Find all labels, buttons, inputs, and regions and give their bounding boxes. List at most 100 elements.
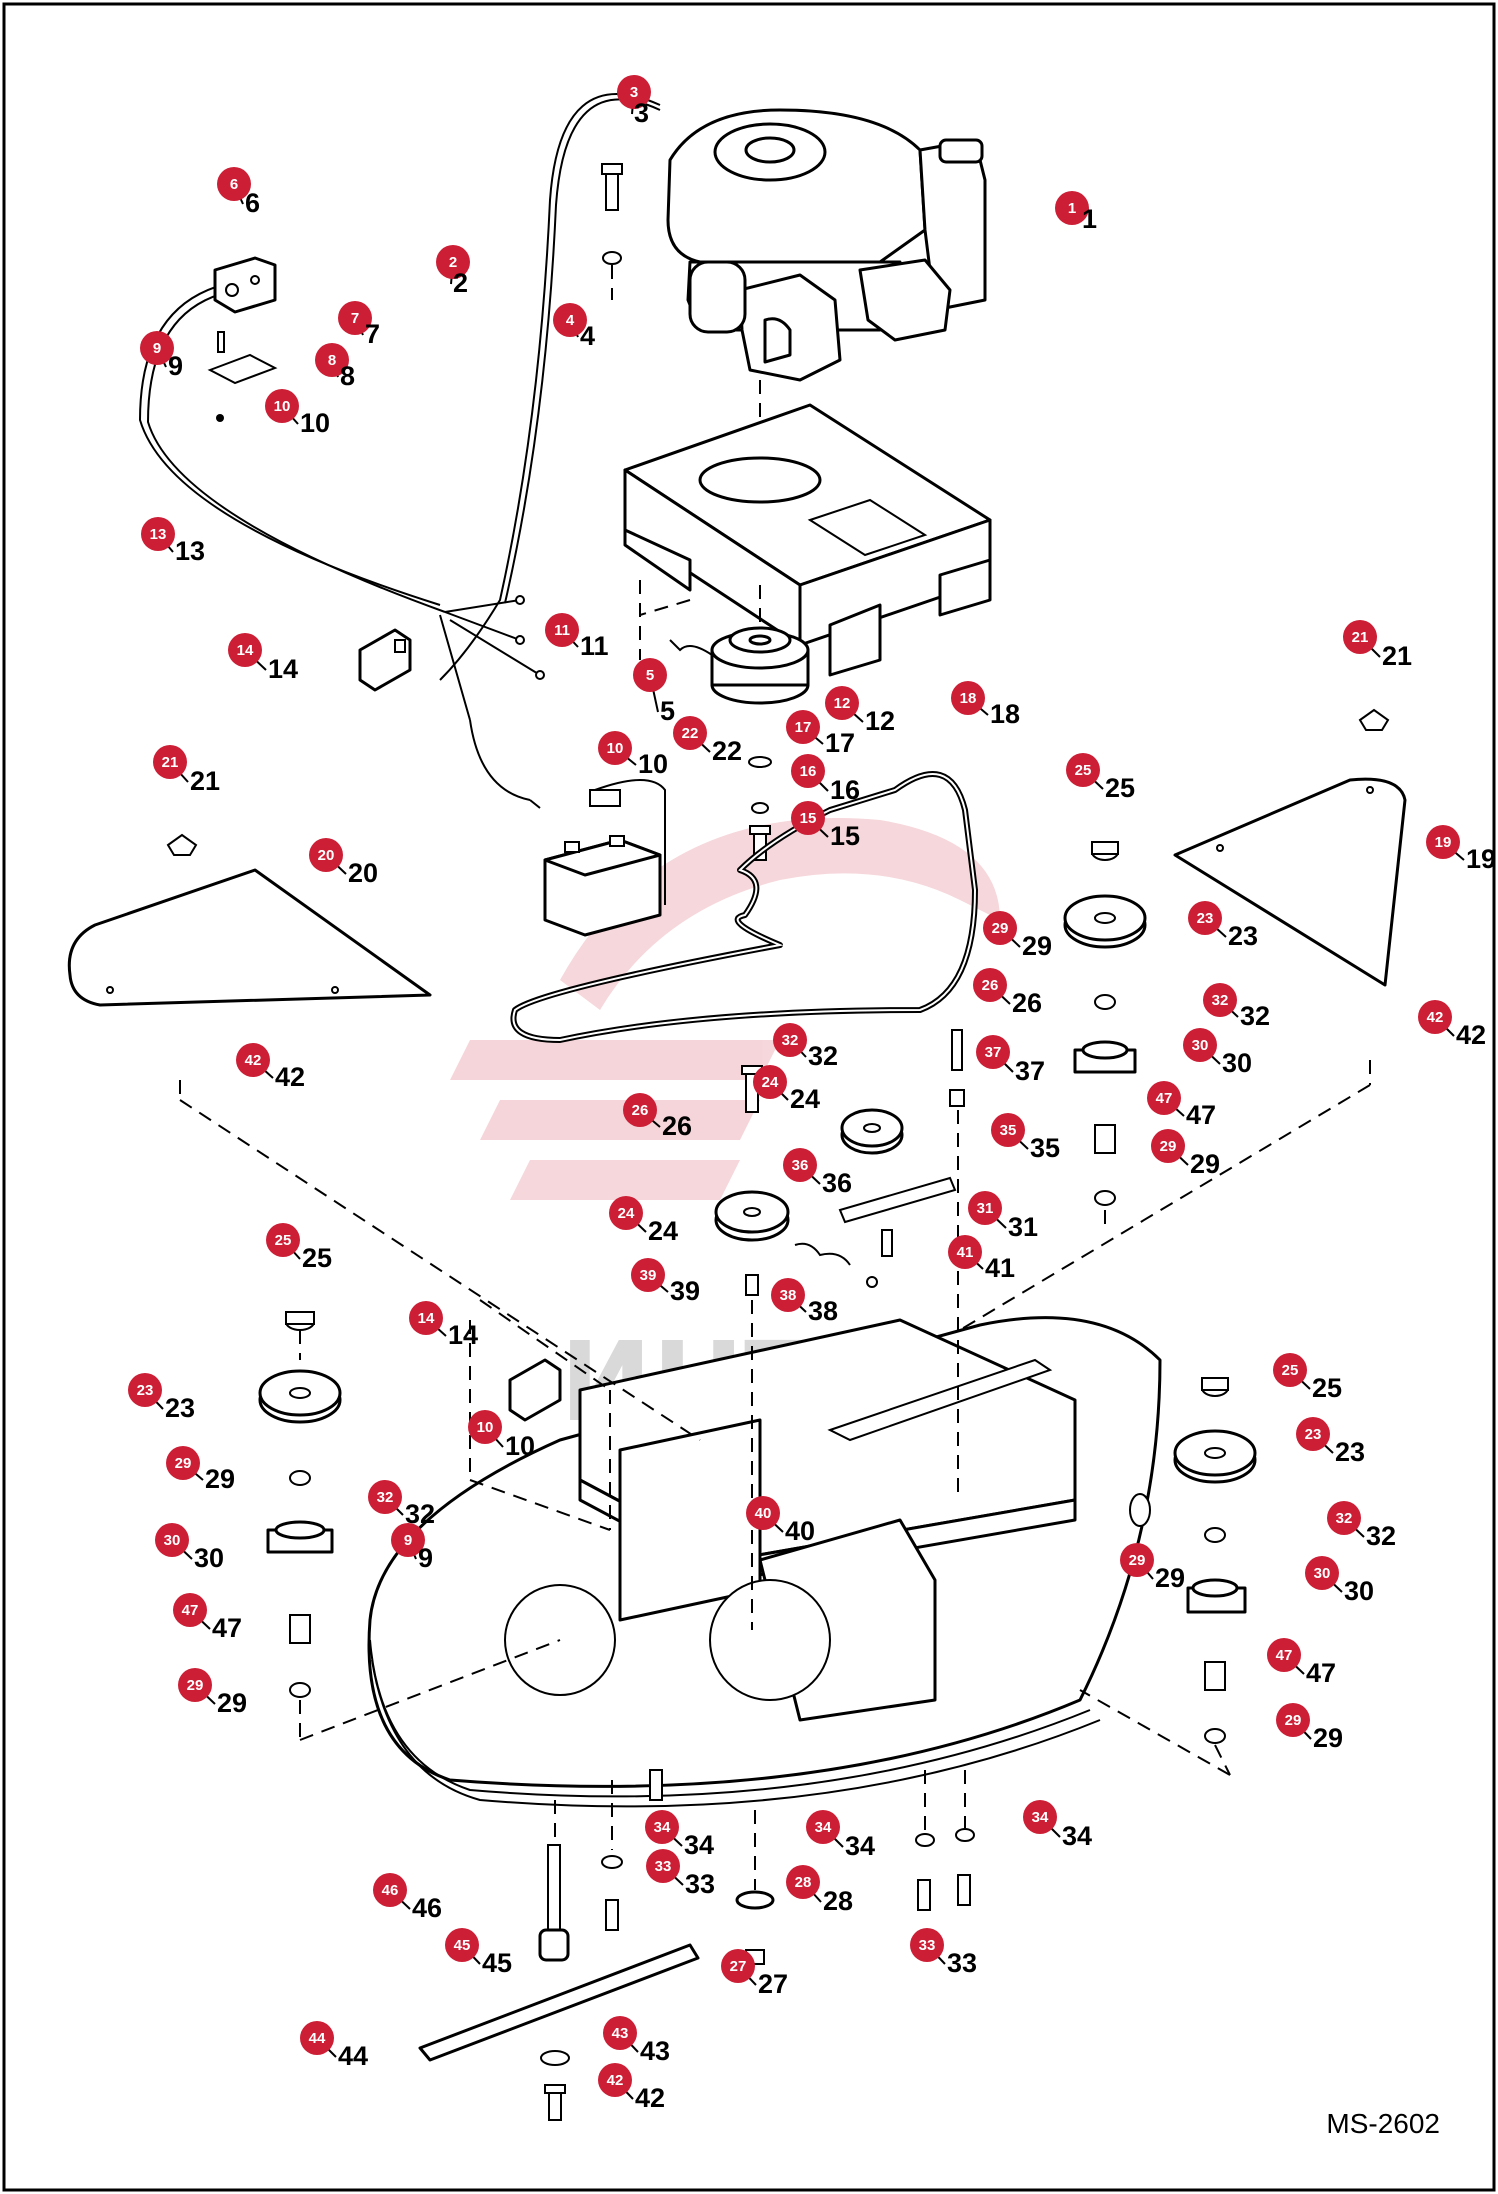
- callout-47: 47 47: [1147, 1081, 1216, 1130]
- callout-marker-number: 34: [815, 1819, 832, 1836]
- callout-marker: [791, 801, 825, 835]
- callout-label: 11: [580, 631, 609, 661]
- callout-label: 5: [660, 696, 675, 726]
- callout-marker: [617, 75, 651, 109]
- callout-label: 35: [1030, 1133, 1060, 1163]
- callout-label: 12: [865, 706, 895, 736]
- callout-marker-number: 47: [1156, 1090, 1173, 1107]
- callout-label: 21: [1382, 641, 1412, 671]
- callout-marker: [373, 1873, 407, 1907]
- callout-marker: [1147, 1081, 1181, 1115]
- callout-marker: [309, 838, 343, 872]
- callout-label: 29: [1190, 1149, 1220, 1179]
- callout-marker-number: 8: [328, 352, 336, 369]
- callout-marker-number: 23: [1305, 1426, 1322, 1443]
- callout-marker: [1023, 1800, 1057, 1834]
- wiring-harness: [138, 93, 661, 809]
- callout-label: 9: [168, 351, 183, 381]
- callout-marker-number: 21: [162, 754, 179, 771]
- callout-marker-number: 24: [762, 1074, 779, 1091]
- callout-marker: [1151, 1129, 1185, 1163]
- callout-marker: [173, 1593, 207, 1627]
- callout-marker: [1296, 1417, 1330, 1451]
- callout-marker-number: 33: [919, 1937, 936, 1954]
- callout-label: 20: [348, 858, 378, 888]
- callout-label: 14: [268, 654, 298, 684]
- callout-marker-number: 45: [454, 1937, 471, 1954]
- callout-marker: [968, 1191, 1002, 1225]
- callout-marker: [951, 681, 985, 715]
- callout-marker: [910, 1928, 944, 1962]
- callout-marker-number: 39: [640, 1267, 657, 1284]
- callout-marker-number: 47: [182, 1602, 199, 1619]
- callout-marker-number: 34: [1032, 1809, 1049, 1826]
- callout-marker: [300, 2021, 334, 2055]
- callout-label: 30: [1222, 1048, 1252, 1078]
- callout-marker-number: 29: [175, 1455, 192, 1472]
- callout-marker-number: 30: [1192, 1037, 1209, 1054]
- drawing-code: MS-2602: [1326, 2108, 1440, 2139]
- callout-label: 42: [275, 1062, 305, 1092]
- callout-marker: [825, 686, 859, 720]
- callout-marker: [128, 1373, 162, 1407]
- callout-marker-number: 35: [1000, 1122, 1017, 1139]
- callout-marker-number: 25: [275, 1232, 292, 1249]
- spindle-left: [258, 1311, 342, 1698]
- callout-marker-number: 46: [382, 1882, 399, 1899]
- callout-11: 11 11: [545, 613, 609, 661]
- callout-marker-number: 32: [1336, 1510, 1353, 1527]
- callout-marker: [609, 1196, 643, 1230]
- callout-marker: [1183, 1028, 1217, 1062]
- callout-label: 34: [845, 1831, 875, 1861]
- callout-marker: [1203, 983, 1237, 1017]
- callout-marker: [1343, 620, 1377, 654]
- callout-marker: [645, 1810, 679, 1844]
- callout-marker: [633, 658, 667, 692]
- engine-mount-plate: [623, 403, 992, 677]
- callout-label: 21: [190, 766, 220, 796]
- callout-marker-number: 25: [1075, 762, 1092, 779]
- callout-label: 10: [505, 1431, 535, 1461]
- callout-label: 47: [1186, 1100, 1216, 1130]
- callout-marker-number: 28: [795, 1874, 812, 1891]
- callout-label: 46: [412, 1893, 442, 1923]
- callout-marker-number: 42: [245, 1052, 262, 1069]
- callout-marker-number: 41: [957, 1244, 974, 1261]
- callout-label: 14: [448, 1320, 478, 1350]
- callout-marker: [1120, 1543, 1154, 1577]
- callout-label: 29: [217, 1688, 247, 1718]
- callout-marker-number: 11: [554, 622, 570, 639]
- callout-46: 46 46: [373, 1873, 442, 1923]
- callout-marker: [228, 633, 262, 667]
- callout-marker: [266, 1223, 300, 1257]
- callout-marker-number: 32: [782, 1032, 799, 1049]
- callout-marker: [1418, 1000, 1452, 1034]
- callout-label: 26: [662, 1111, 692, 1141]
- callout-marker: [391, 1523, 425, 1557]
- callout-marker: [315, 343, 349, 377]
- callout-marker-number: 36: [792, 1157, 809, 1174]
- callout-marker-number: 43: [612, 2025, 629, 2042]
- callout-marker-number: 29: [187, 1677, 204, 1694]
- callout-marker: [178, 1668, 212, 1702]
- callout-label: 10: [638, 749, 668, 779]
